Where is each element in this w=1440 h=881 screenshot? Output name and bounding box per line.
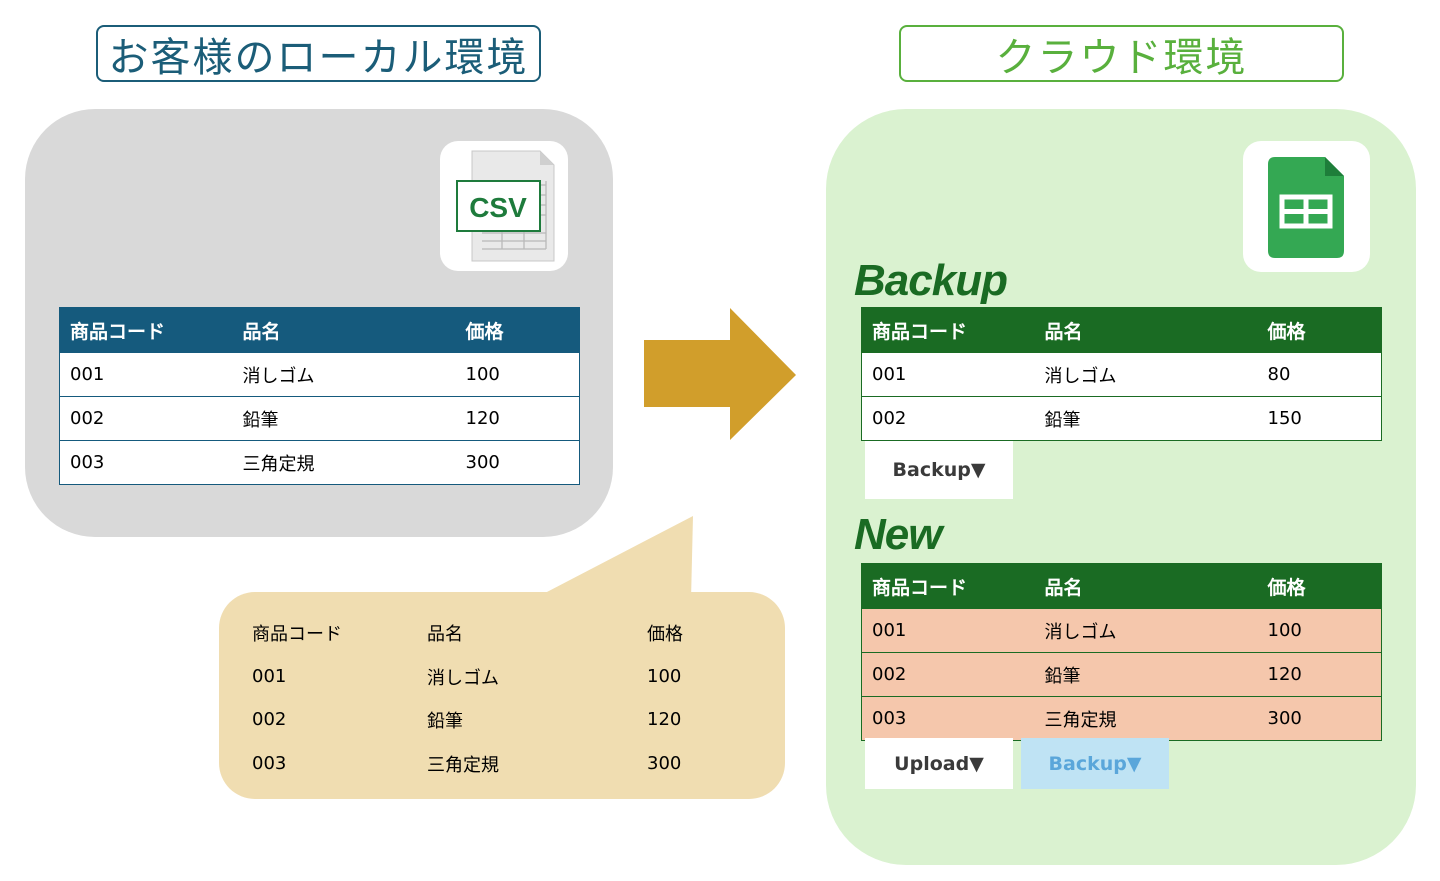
bubble-cell: 三角定規 xyxy=(427,755,499,776)
bubble-column-header: 商品コード xyxy=(252,624,342,645)
column-header: 価格 xyxy=(1257,307,1382,353)
backup-sheet-tab-button[interactable]: Backup▼ xyxy=(865,441,1013,499)
bubble-cell: 001 xyxy=(252,666,287,687)
product-code: 003 xyxy=(59,440,233,485)
product-code: 001 xyxy=(861,608,1035,653)
csv-icon-card: CSV xyxy=(440,141,568,271)
product-name: 消しゴム xyxy=(232,352,456,397)
bubble-column-header: 品名 xyxy=(427,624,463,645)
product-price: 100 xyxy=(455,352,580,397)
product-name: 消しゴム xyxy=(1034,352,1258,397)
table-header-row: 商品コード 品名 価格 xyxy=(861,563,1382,609)
backup-section-label: Backup xyxy=(854,256,1008,305)
column-header: 商品コード xyxy=(861,307,1035,353)
bubble-cell: 003 xyxy=(252,753,287,774)
column-header: 品名 xyxy=(1034,307,1258,353)
column-header: 商品コード xyxy=(861,563,1035,609)
column-header: 価格 xyxy=(455,307,580,353)
table-row: 002 鉛筆 150 xyxy=(861,396,1382,441)
bubble-column-header: 価格 xyxy=(647,624,683,645)
new-product-table: 商品コード 品名 価格 001 消しゴム 100 002 鉛筆 120 003 … xyxy=(861,563,1382,741)
table-row: 003 三角定規 300 xyxy=(59,440,580,485)
product-price: 300 xyxy=(1257,696,1382,741)
product-price: 300 xyxy=(455,440,580,485)
product-name: 鉛筆 xyxy=(1034,396,1258,441)
bubble-cell: 100 xyxy=(647,666,682,687)
product-code: 002 xyxy=(861,652,1035,697)
table-row: 001 消しゴム 100 xyxy=(861,608,1382,653)
product-code: 002 xyxy=(59,396,233,441)
table-row: 003 三角定規 300 xyxy=(861,696,1382,741)
product-name: 消しゴム xyxy=(1034,608,1258,653)
cloud-environment-title: クラウド環境 xyxy=(899,25,1344,82)
table-row: 001 消しゴム 100 xyxy=(59,352,580,397)
new-section-label: New xyxy=(854,510,942,559)
csv-icon-label: CSV xyxy=(469,192,527,223)
product-name: 三角定規 xyxy=(232,440,456,485)
product-name: 鉛筆 xyxy=(232,396,456,441)
product-price: 80 xyxy=(1257,352,1382,397)
sheets-icon-card xyxy=(1243,141,1370,272)
column-header: 商品コード xyxy=(59,307,233,353)
local-environment-title: お客様のローカル環境 xyxy=(96,25,541,82)
product-name: 三角定規 xyxy=(1034,696,1258,741)
column-header: 品名 xyxy=(232,307,456,353)
product-code: 001 xyxy=(861,352,1035,397)
column-header: 価格 xyxy=(1257,563,1382,609)
product-name: 鉛筆 xyxy=(1034,652,1258,697)
product-price: 120 xyxy=(1257,652,1382,697)
column-header: 品名 xyxy=(1034,563,1258,609)
table-header-row: 商品コード 品名 価格 xyxy=(59,307,580,353)
product-price: 100 xyxy=(1257,608,1382,653)
backup-product-table: 商品コード 品名 価格 001 消しゴム 80 002 鉛筆 150 xyxy=(861,307,1382,441)
bubble-cell: 002 xyxy=(252,709,287,730)
table-row: 001 消しゴム 80 xyxy=(861,352,1382,397)
product-code: 003 xyxy=(861,696,1035,741)
data-bubble xyxy=(219,516,785,799)
bubble-cell: 鉛筆 xyxy=(427,711,463,732)
product-code: 002 xyxy=(861,396,1035,441)
table-row: 002 鉛筆 120 xyxy=(861,652,1382,697)
upload-tab-button[interactable]: Upload▼ xyxy=(865,738,1013,789)
product-price: 120 xyxy=(455,396,580,441)
csv-file-icon: CSV xyxy=(456,150,555,262)
backup-tab-button[interactable]: Backup▼ xyxy=(1021,738,1169,789)
local-product-table: 商品コード 品名 価格 001 消しゴム 100 002 鉛筆 120 003 … xyxy=(59,307,580,485)
google-sheets-icon xyxy=(1268,157,1344,258)
table-header-row: 商品コード 品名 価格 xyxy=(861,307,1382,353)
product-price: 150 xyxy=(1257,396,1382,441)
bubble-cell: 消しゴム xyxy=(427,668,499,689)
product-code: 001 xyxy=(59,352,233,397)
bubble-cell: 120 xyxy=(647,709,682,730)
bubble-cell: 300 xyxy=(647,753,682,774)
arrow-right-icon xyxy=(644,308,796,440)
table-row: 002 鉛筆 120 xyxy=(59,396,580,441)
